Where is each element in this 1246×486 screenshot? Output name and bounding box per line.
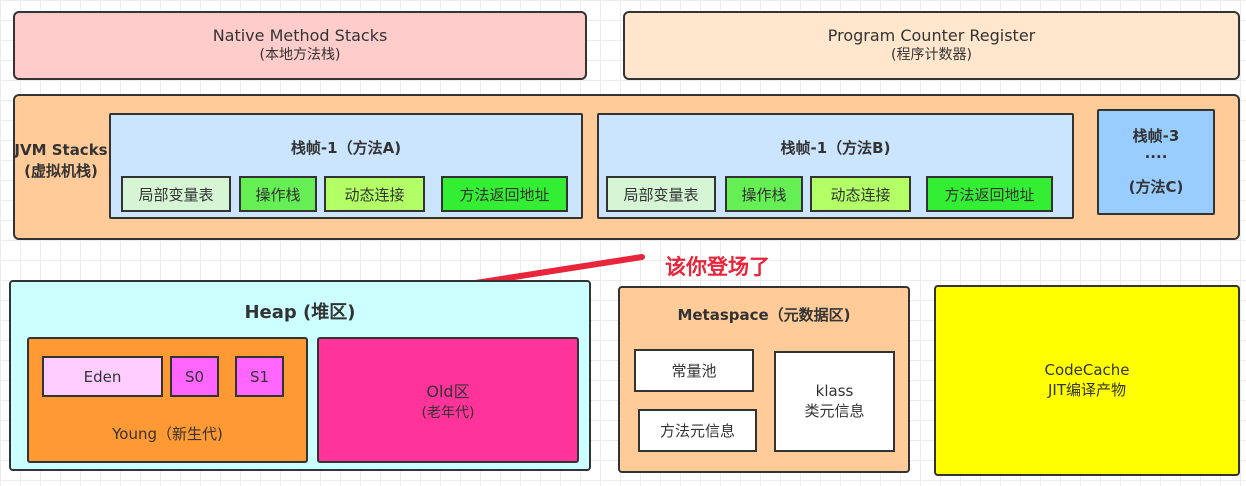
frame-a-return-address: 方法返回地址 (441, 176, 568, 212)
program-counter-register-title: Program Counter Register (827, 26, 1036, 45)
old-generation-label: Old区 (426, 382, 470, 401)
method-metadata: 方法元信息 (638, 409, 757, 452)
codecache-subtitle: JIT编译产物 (1047, 381, 1126, 399)
jvm-stacks-title: JVM Stacks (14, 141, 108, 159)
klass-label: klass (815, 382, 854, 400)
frame-b-local-variables: 局部变量表 (606, 176, 716, 212)
old-generation-sublabel: (老年代) (421, 405, 475, 421)
frame-b-dynamic-linking: 动态连接 (810, 176, 911, 212)
annotation-label: 该你登场了 (665, 255, 770, 279)
stack-frame-3-method: (方法C) (1128, 178, 1184, 196)
stack-frame-3: 栈帧-3 .... (方法C) (1097, 109, 1215, 215)
old-generation-box: Old区 (老年代) (317, 337, 579, 463)
survivor-s0: S0 (170, 356, 219, 397)
young-generation-label: Young（新生代) (112, 425, 223, 443)
metaspace-title: Metaspace（元数据区) (677, 306, 851, 324)
stack-frame-a-title: 栈帧-1（方法A) (290, 139, 402, 157)
native-method-stacks-subtitle: (本地方法栈) (259, 47, 341, 63)
frame-a-operand-stack: 操作栈 (239, 176, 317, 212)
stack-frame-3-dots: .... (1144, 144, 1168, 162)
frame-b-return-address: 方法返回地址 (926, 176, 1053, 212)
frame-b-operand-stack: 操作栈 (725, 176, 803, 212)
frame-a-local-variables: 局部变量表 (121, 176, 231, 212)
native-method-stacks-box: Native Method Stacks (本地方法栈) (13, 11, 587, 80)
constant-pool: 常量池 (634, 349, 754, 392)
heap-title: Heap (堆区) (244, 302, 356, 323)
program-counter-register-subtitle: (程序计数器) (891, 47, 972, 63)
stack-frame-b-title: 栈帧-1（方法B) (780, 139, 891, 157)
survivor-s1: S1 (235, 356, 284, 397)
program-counter-register-box: Program Counter Register (程序计数器) (623, 11, 1240, 80)
eden-space: Eden (42, 356, 163, 397)
klass-box: klass 类元信息 (774, 351, 895, 452)
jvm-stacks-subtitle: (虚拟机栈) (24, 162, 98, 180)
native-method-stacks-title: Native Method Stacks (212, 26, 388, 45)
jvm-stacks-label: JVM Stacks (虚拟机栈) (11, 140, 111, 182)
frame-a-dynamic-linking: 动态连接 (324, 176, 425, 212)
stack-frame-3-title: 栈帧-3 (1132, 127, 1180, 145)
codecache-title: CodeCache (1044, 361, 1130, 379)
codecache-box: CodeCache JIT编译产物 (934, 285, 1240, 476)
klass-sublabel: 类元信息 (804, 402, 865, 420)
